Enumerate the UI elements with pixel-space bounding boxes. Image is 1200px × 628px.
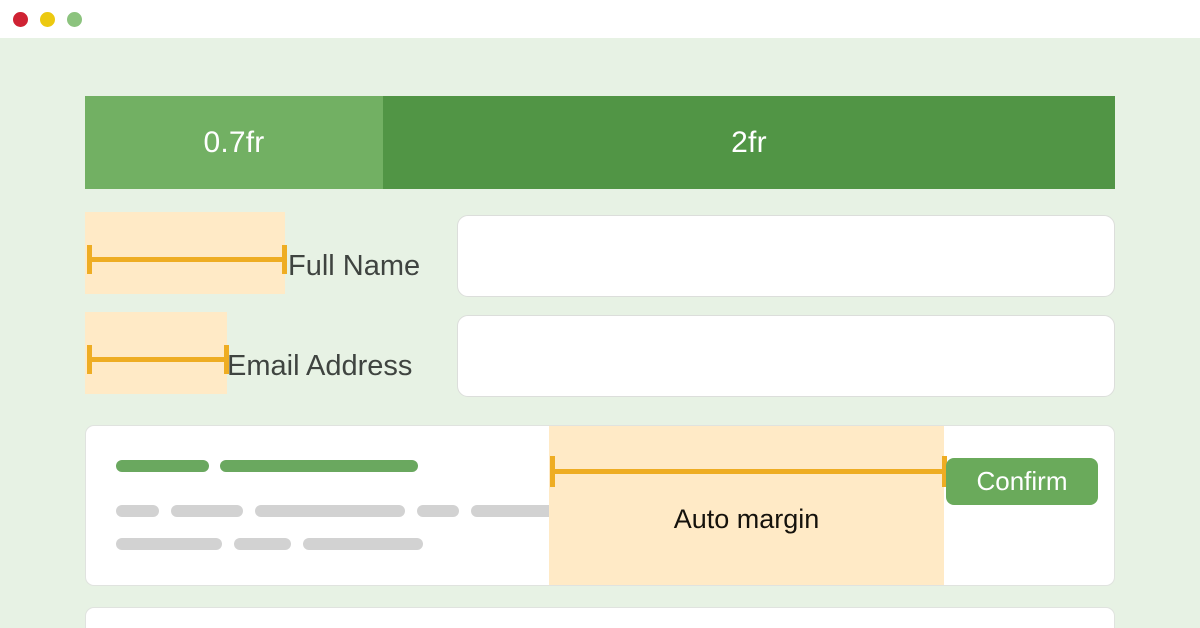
skeleton-pill	[303, 538, 423, 550]
content-card: Auto margin Confirm	[85, 425, 1115, 586]
measure-bar-icon	[87, 245, 287, 274]
email-address-input[interactable]	[457, 315, 1115, 397]
skeleton-pill	[171, 505, 243, 517]
skeleton-pill	[255, 505, 405, 517]
close-dot-icon[interactable]	[13, 12, 28, 27]
label-column: Full Name	[85, 212, 455, 304]
skeleton-pill	[417, 505, 459, 517]
grid-column-header: 0.7fr 2fr	[85, 96, 1115, 189]
form-row-email-address: Email Address	[0, 312, 1200, 404]
skeleton-pill	[116, 538, 222, 550]
skeleton-pill	[220, 460, 418, 472]
field-label-email-address: Email Address	[227, 350, 413, 382]
grid-column-label: 2fr	[731, 125, 767, 159]
full-name-input[interactable]	[457, 215, 1115, 297]
auto-margin-measure-bar-icon	[550, 456, 947, 487]
form-row-full-name: Full Name	[0, 212, 1200, 304]
skeleton-text-row-1	[116, 505, 563, 517]
label-column: Email Address	[85, 312, 455, 404]
skeleton-pill	[116, 505, 159, 517]
minimize-dot-icon[interactable]	[40, 12, 55, 27]
skeleton-text-row-2	[116, 538, 423, 550]
grid-column-0-7fr: 0.7fr	[85, 96, 383, 189]
grid-column-label: 0.7fr	[203, 125, 265, 159]
skeleton-heading-row	[116, 460, 418, 472]
label-highlight-block	[85, 212, 285, 294]
window-controls	[13, 12, 82, 27]
maximize-dot-icon[interactable]	[67, 12, 82, 27]
skeleton-pill	[471, 505, 563, 517]
field-label-full-name: Full Name	[288, 250, 421, 282]
skeleton-pill	[234, 538, 291, 550]
next-content-card	[85, 607, 1115, 628]
confirm-button[interactable]: Confirm	[946, 458, 1098, 505]
window-titlebar	[0, 0, 1200, 38]
grid-column-2fr: 2fr	[382, 96, 1115, 189]
skeleton-pill	[116, 460, 209, 472]
auto-margin-highlight-block	[549, 426, 944, 585]
auto-margin-label: Auto margin	[673, 504, 820, 534]
measure-bar-icon	[87, 345, 229, 374]
label-highlight-block	[85, 312, 227, 394]
